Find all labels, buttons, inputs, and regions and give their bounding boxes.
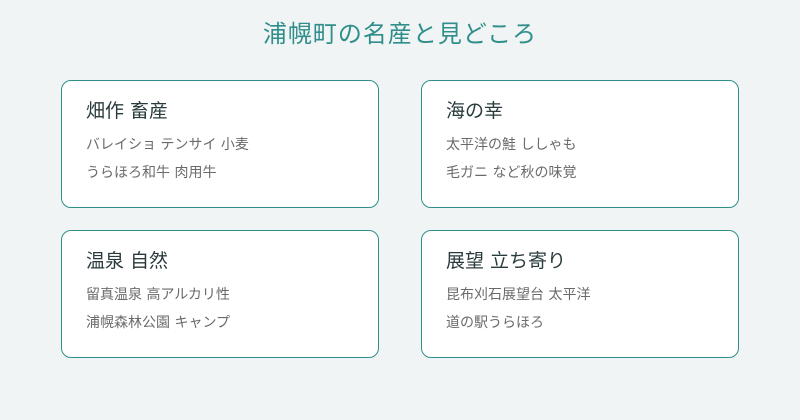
card-line: 道の駅うらほろ xyxy=(446,315,544,331)
card-title: 温泉 自然 xyxy=(86,250,169,272)
card-line: 浦幌森林公園 キャンプ xyxy=(86,315,231,331)
card-title: 展望 立ち寄り xyxy=(446,250,567,272)
card-line: うらほろ和牛 肉用牛 xyxy=(86,165,217,181)
card-title: 畑作 畜産 xyxy=(86,100,169,122)
card-line: 毛ガニ など秋の味覚 xyxy=(446,165,577,181)
page-title: 浦幌町の名産と見どころ xyxy=(262,20,538,48)
card-line: 留真温泉 高アルカリ性 xyxy=(86,287,230,303)
card-line: 太平洋の鮭 ししゃも xyxy=(446,137,577,153)
card-seafood: 海の幸 太平洋の鮭 ししゃも 毛ガニ など秋の味覚 xyxy=(421,80,739,208)
card-hotspring-nature: 温泉 自然 留真温泉 高アルカリ性 浦幌森林公園 キャンプ xyxy=(61,230,379,358)
card-line: 昆布刈石展望台 太平洋 xyxy=(446,287,591,303)
card-viewpoints: 展望 立ち寄り 昆布刈石展望台 太平洋 道の駅うらほろ xyxy=(421,230,739,358)
card-title: 海の幸 xyxy=(446,100,504,122)
card-farming-livestock: 畑作 畜産 バレイショ テンサイ 小麦 うらほろ和牛 肉用牛 xyxy=(61,80,379,208)
card-line: バレイショ テンサイ 小麦 xyxy=(86,137,249,153)
